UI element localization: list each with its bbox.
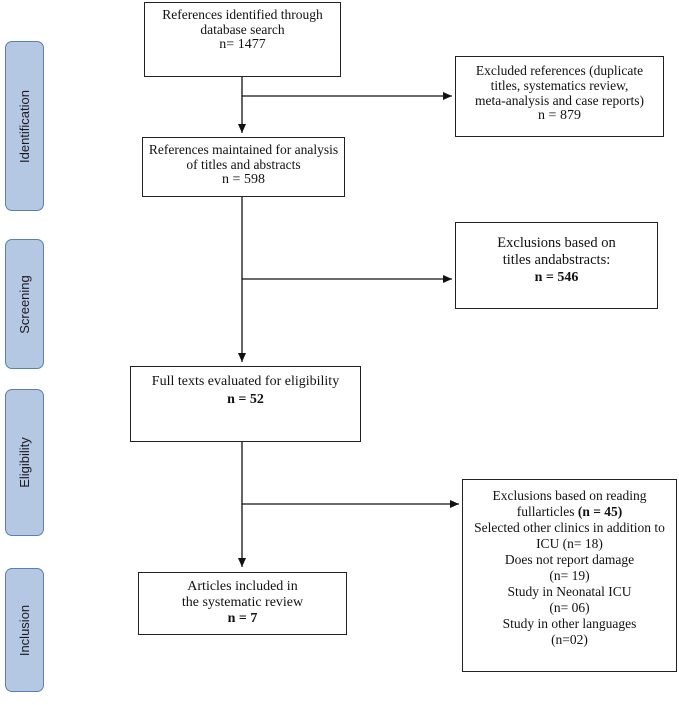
- box-excluded-references: Excluded references (duplicate titles, s…: [455, 56, 664, 137]
- stage-inclusion: Inclusion: [5, 568, 44, 692]
- box-exclusions-full: Exclusions based on reading fullarticles…: [462, 479, 677, 672]
- excl-full-line2: fullarticles (n = 45): [516, 504, 623, 519]
- box-exclusions-titles: Exclusions based on titles andabstracts:…: [455, 222, 658, 309]
- stage-eligibility: Eligibility: [5, 389, 44, 536]
- box-included: Articles included in the systematic revi…: [138, 572, 347, 635]
- stage-screening: Screening: [5, 239, 44, 369]
- stage-identification: Identification: [5, 41, 44, 211]
- box-maintained: References maintained for analysis of ti…: [142, 137, 345, 197]
- box-full-texts: Full texts evaluated for eligibility n =…: [130, 366, 361, 442]
- box-identified: References identified through database s…: [144, 2, 341, 77]
